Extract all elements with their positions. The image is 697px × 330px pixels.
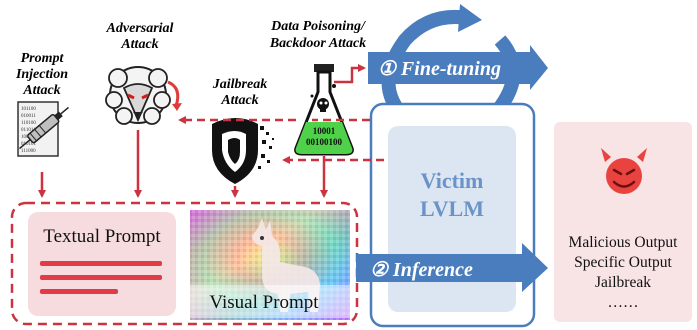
svg-text:② Inference: ② Inference (370, 259, 473, 281)
svg-text:LVLM: LVLM (420, 196, 484, 221)
textual-prompt-label: Textual Prompt (43, 226, 161, 247)
fine-tuning-arrow: ① Fine-tuning (368, 45, 548, 90)
svg-text:10001: 10001 (313, 126, 336, 136)
svg-text:Jailbreak: Jailbreak (212, 77, 267, 92)
prompt-frame (10, 201, 359, 326)
output-specific: Specific Output (574, 254, 672, 271)
svg-text:111000: 111000 (21, 149, 36, 154)
svg-text:Victim: Victim (421, 168, 484, 193)
prompt-injection-label: Prompt Injection Attack (15, 51, 68, 98)
svg-text:Data Poisoning/: Data Poisoning/ (270, 19, 366, 34)
victim-label: Victim LVLM (420, 168, 484, 221)
svg-text:Injection: Injection (15, 67, 68, 82)
svg-text:011011: 011011 (21, 128, 36, 133)
poison-flask-icon: 10001 00100100 (294, 64, 354, 156)
svg-text:Attack: Attack (120, 37, 158, 52)
svg-text:Attack: Attack (220, 93, 258, 108)
svg-text:Attack: Attack (22, 83, 60, 98)
svg-text:Prompt: Prompt (21, 51, 65, 66)
broken-shield-icon (212, 118, 274, 184)
svg-text:010011: 010011 (21, 114, 36, 119)
output-ellipsis: …… (608, 294, 639, 311)
output-malicious: Malicious Output (569, 234, 679, 251)
attack-flow-arrows (38, 64, 384, 198)
svg-text:00100100: 00100100 (306, 137, 343, 147)
wolf-in-sheep-icon (105, 66, 182, 125)
svg-text:Backdoor Attack: Backdoor Attack (269, 36, 366, 51)
output-jailbreak: Jailbreak (595, 274, 651, 291)
devil-icon (601, 148, 647, 194)
textual-prompt-box: Textual Prompt (28, 212, 176, 316)
inference-arrow: ② Inference (356, 243, 548, 292)
svg-text:① Fine-tuning: ① Fine-tuning (378, 58, 501, 80)
visual-prompt-box: Visual Prompt (190, 210, 350, 320)
svg-text:110100: 110100 (21, 121, 36, 126)
svg-text:101100: 101100 (21, 107, 36, 112)
visual-prompt-label: Visual Prompt (209, 292, 319, 313)
data-poisoning-label: Data Poisoning/ Backdoor Attack (269, 19, 366, 51)
output-box: Malicious Output Specific Output Jailbre… (554, 122, 692, 322)
svg-text:010101: 010101 (21, 142, 37, 147)
jailbreak-attack-label: Jailbreak Attack (212, 77, 267, 108)
adversarial-attack-label: Adversarial Attack (106, 21, 174, 52)
svg-text:Adversarial: Adversarial (106, 21, 174, 36)
